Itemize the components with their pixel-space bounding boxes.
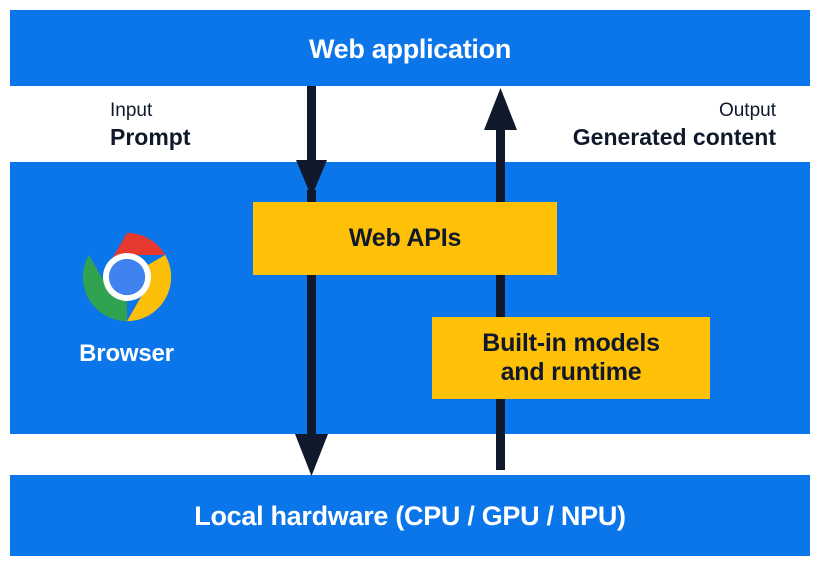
chrome-logo bbox=[82, 232, 171, 322]
annotation-input-kicker: Input bbox=[110, 100, 153, 121]
annotation-output-value: Generated content bbox=[572, 124, 776, 151]
browser-block: Browser bbox=[60, 228, 193, 368]
browser-caption: Browser bbox=[79, 340, 174, 367]
band-local-hardware: Local hardware (CPU / GPU / NPU) bbox=[10, 475, 810, 556]
box-web-apis[interactable]: Web APIs bbox=[253, 202, 557, 275]
annotation-output-kicker: Output bbox=[718, 100, 776, 121]
annotation-output: Output Generated content bbox=[573, 99, 776, 153]
box-web-apis-label: Web APIs bbox=[348, 223, 462, 252]
band-web-application-label: Web application bbox=[308, 34, 512, 64]
annotation-input: Input Prompt bbox=[110, 99, 191, 153]
band-web-application: Web application bbox=[10, 10, 810, 86]
band-local-hardware-label: Local hardware (CPU / GPU / NPU) bbox=[194, 501, 626, 531]
annotation-input-value: Prompt bbox=[110, 124, 191, 151]
